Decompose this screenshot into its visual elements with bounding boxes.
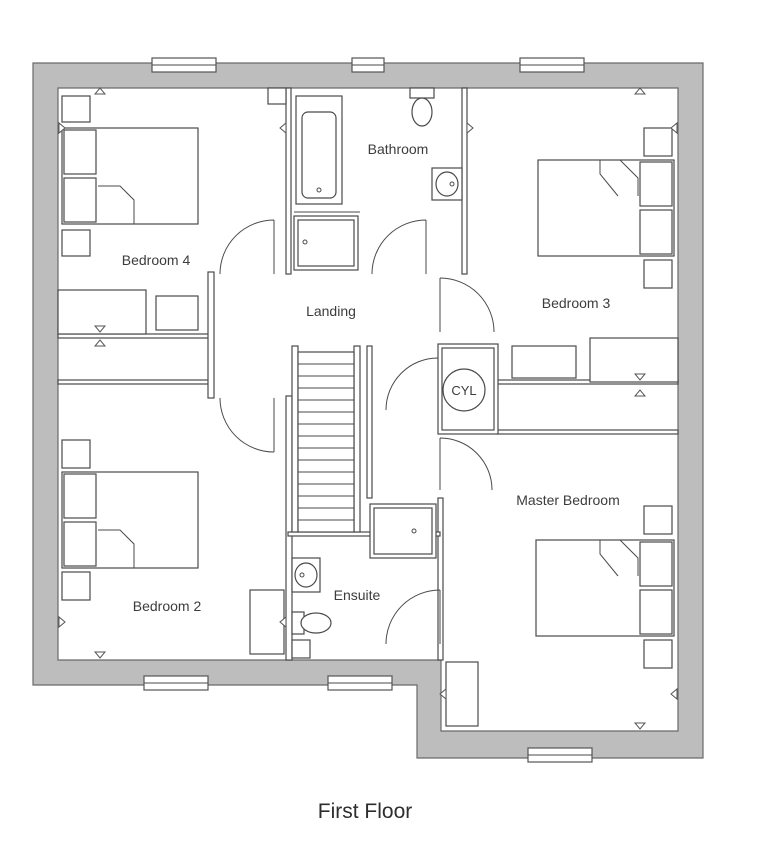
staircase: [291, 345, 361, 533]
ensuite-shower: [369, 503, 437, 559]
bedroom-3-wardrobe: [589, 337, 679, 383]
cylinder-cupboard: [437, 343, 499, 435]
bedroom-4-shelf: [267, 87, 287, 105]
bathtub: [295, 95, 343, 205]
internal-walls: [57, 87, 679, 661]
bedroom-2-desk: [249, 589, 285, 655]
room-label-landing: Landing: [306, 303, 356, 319]
bathroom-toilet: [409, 87, 435, 127]
bedroom-4-bed: [61, 95, 199, 257]
wall-markers: [58, 87, 678, 730]
ensuite-basin: [291, 557, 321, 593]
room-label-bedroom-2: Bedroom 2: [133, 598, 202, 614]
bedroom-3-desk: [511, 345, 577, 379]
master-bed: [535, 505, 675, 669]
room-label-cylinder: CYL: [451, 383, 476, 398]
external-walls: [32, 62, 704, 759]
bathroom-shower: [293, 215, 359, 271]
ensuite-cupboard: [291, 639, 311, 659]
bathroom-basin: [431, 167, 463, 201]
ensuite-toilet: [291, 611, 332, 635]
doors: [219, 219, 495, 645]
windows: [143, 57, 593, 763]
bedroom-3-bed: [537, 127, 675, 289]
bedroom-4-desk: [155, 295, 199, 331]
master-desk: [445, 661, 479, 727]
hot-water-cylinder: [442, 368, 486, 412]
room-label-ensuite: Ensuite: [334, 587, 381, 603]
bedroom-2-bed: [61, 439, 199, 601]
room-label-bedroom-4: Bedroom 4: [122, 252, 191, 268]
room-label-bedroom-3: Bedroom 3: [542, 295, 611, 311]
room-label-master-bedroom: Master Bedroom: [516, 492, 619, 508]
floor-title: First Floor: [318, 800, 413, 823]
room-label-bathroom: Bathroom: [368, 141, 429, 157]
